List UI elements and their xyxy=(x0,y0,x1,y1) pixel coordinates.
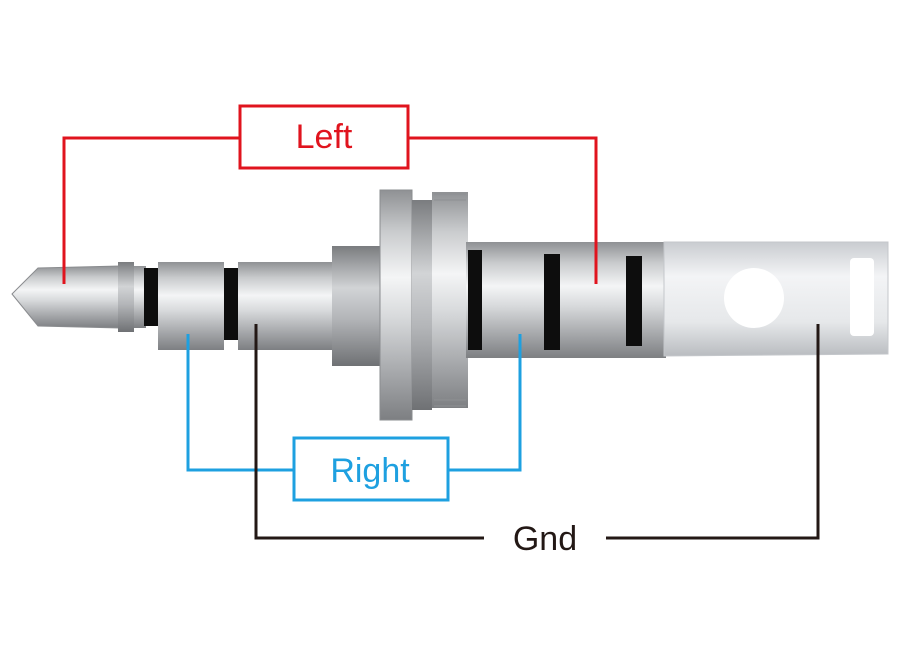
insulator-ring xyxy=(468,250,482,350)
tip-contact xyxy=(134,266,146,328)
insulator-ring xyxy=(224,268,238,340)
tip-neck xyxy=(118,262,134,332)
right-connector-lines xyxy=(186,334,522,472)
insulator-ring xyxy=(144,268,158,326)
ring1-contact xyxy=(158,262,224,350)
sleeve-hole xyxy=(724,268,784,328)
sleeve-slot xyxy=(850,258,874,336)
gnd-label: Gnd xyxy=(513,520,577,558)
left-label-box xyxy=(238,104,410,170)
right-label-box xyxy=(292,436,450,502)
left-label: Left xyxy=(296,118,353,156)
sleeve-contact xyxy=(238,262,334,350)
left-connector-lines xyxy=(62,136,598,284)
right-label: Right xyxy=(330,452,410,490)
plug xyxy=(11,189,889,421)
shoulder xyxy=(332,246,382,366)
insulator-ring xyxy=(626,256,642,346)
plug-tip xyxy=(11,265,121,329)
gnd-connector-lines xyxy=(254,324,820,540)
flange xyxy=(379,189,413,421)
threaded-section xyxy=(412,200,432,410)
insulator-ring xyxy=(544,254,560,350)
threaded-section xyxy=(432,192,468,408)
